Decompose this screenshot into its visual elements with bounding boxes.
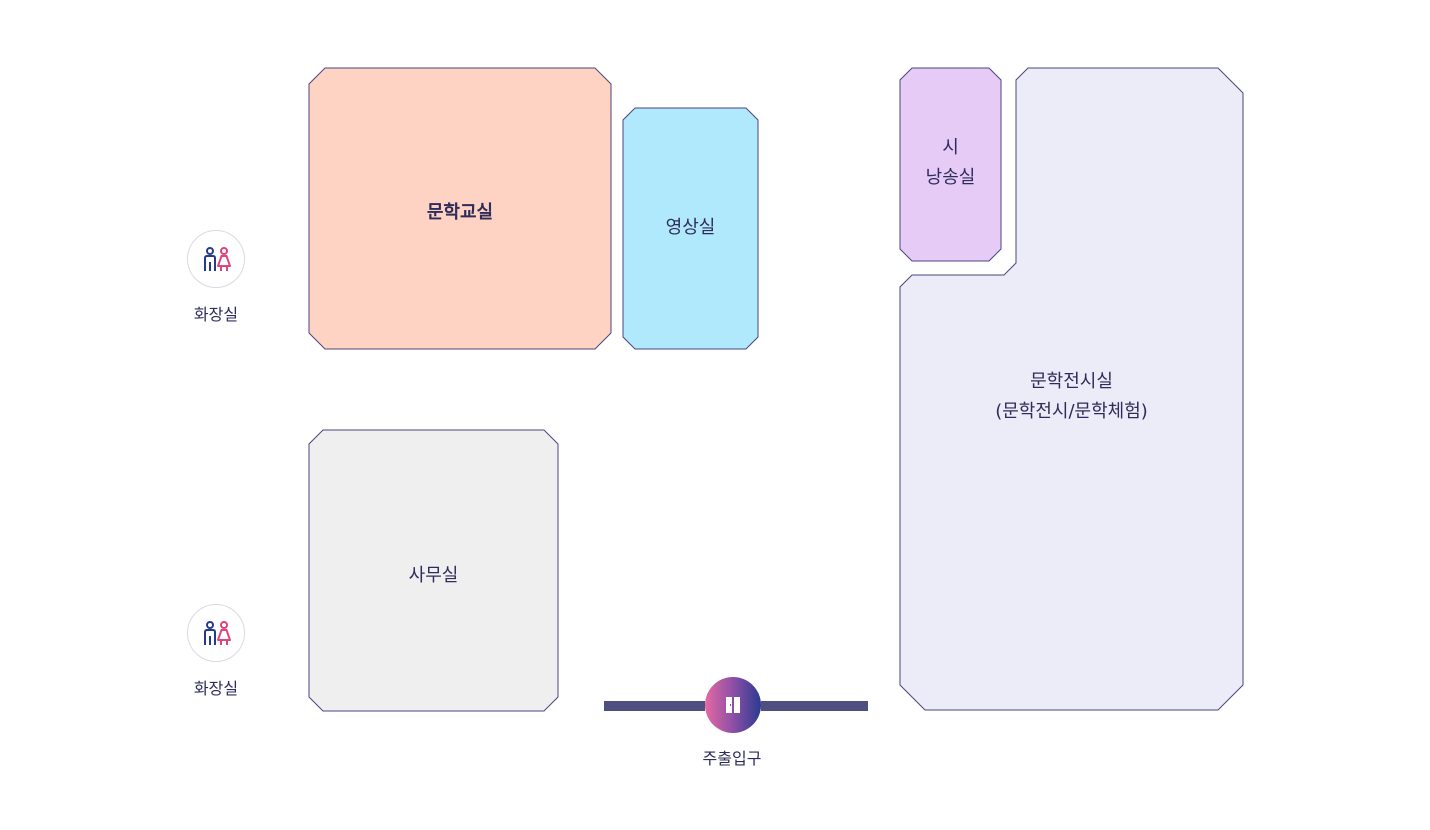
room-literature-classroom[interactable] (308, 67, 612, 350)
room-office[interactable] (308, 429, 559, 712)
entrance-wall-right (761, 701, 868, 711)
office-label: 사무실 (408, 565, 459, 586)
literature-classroom-label: 문학교실 (426, 202, 494, 223)
restroom-label: 화장실 (193, 305, 239, 324)
room-poetry-recitation[interactable] (899, 67, 1002, 262)
exhibition-room-label: 문학전시실 (문학전시/문학체험) (900, 367, 1243, 427)
poetry-room-label-line2: 낭송실 (925, 167, 976, 188)
poetry-room-label: 시 낭송실 (900, 133, 1001, 193)
exhibition-room-label-line2: (문학전시/문학체험) (995, 401, 1148, 422)
exhibition-room-label-line1: 문학전시실 (1030, 371, 1113, 392)
main-entrance-label: 주출입구 (702, 749, 762, 768)
restroom-label: 화장실 (193, 679, 239, 698)
entrance-wall-left (604, 701, 705, 711)
door-icon[interactable] (705, 677, 761, 733)
room-literature-exhibition[interactable] (899, 67, 1244, 711)
poetry-room-label-line1: 시 (942, 137, 959, 158)
restroom-icon[interactable] (187, 604, 245, 662)
video-room-label: 영상실 (665, 217, 716, 238)
restroom-icon[interactable] (187, 230, 245, 288)
room-video[interactable] (622, 107, 759, 350)
